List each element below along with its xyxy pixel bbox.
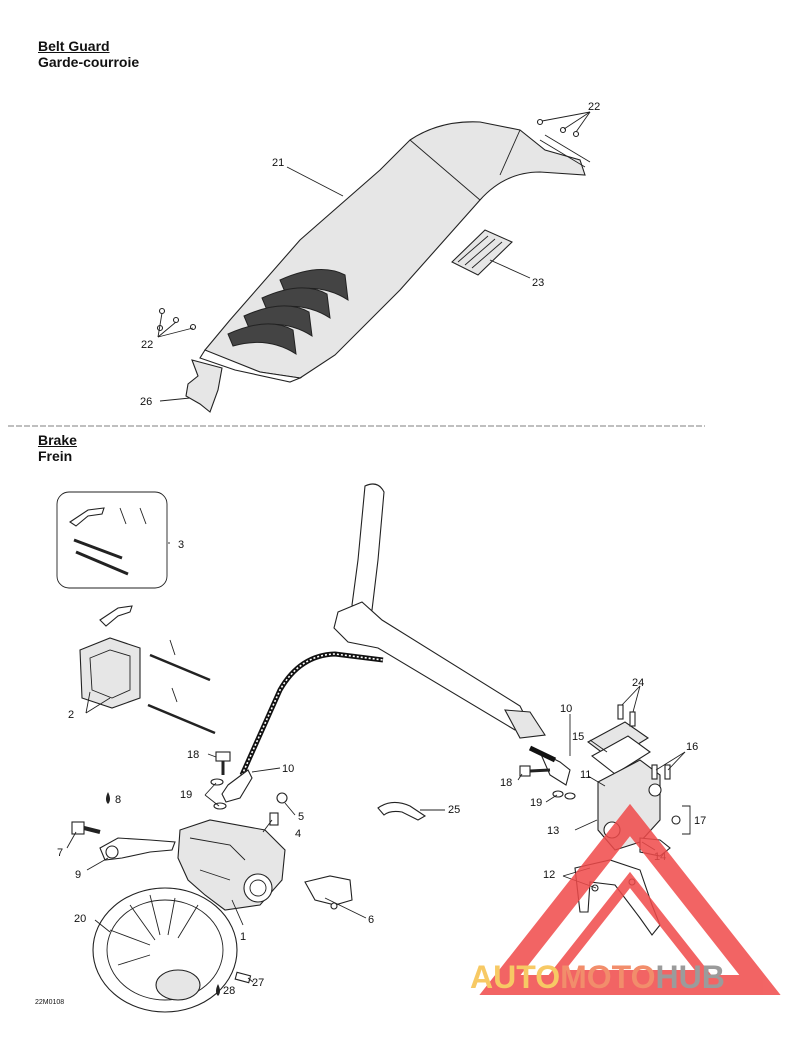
- brake-caliper: [177, 792, 353, 911]
- bracket-part: [185, 359, 223, 413]
- kit-outline: [56, 491, 168, 589]
- callout-24: 24: [632, 677, 644, 689]
- callout-5: 5: [298, 811, 304, 823]
- callout-11: 11: [580, 769, 591, 781]
- callout-6: 6: [368, 914, 374, 926]
- caliper-bracket: [79, 605, 216, 735]
- callout-25: 25: [448, 804, 460, 816]
- callout-1: 1: [240, 931, 246, 943]
- callout-19-right: 19: [530, 797, 542, 809]
- watermark-auto: AUTO: [470, 959, 560, 995]
- callout-21: 21: [272, 157, 284, 169]
- callout-23: 23: [532, 277, 544, 289]
- callout-20: 20: [74, 913, 86, 925]
- callout-12: 12: [543, 869, 555, 881]
- nut-part: [158, 307, 166, 315]
- belt-guard-assembly: [156, 118, 591, 413]
- grease-drop-icon: [106, 792, 110, 804]
- callout-10-upper: 10: [560, 703, 572, 715]
- callout-18-right: 18: [500, 777, 512, 789]
- handlebar: [333, 483, 546, 739]
- brake-heading: Brake Frein: [38, 432, 77, 464]
- brake-kit-box: [56, 491, 168, 589]
- callout-18-left: 18: [187, 749, 199, 761]
- callout-17: 17: [694, 815, 706, 827]
- callout-28: 28: [223, 985, 235, 997]
- callout-22-lower: 22: [141, 339, 153, 351]
- caliper-bolts: [71, 821, 176, 861]
- belt-guard-heading: Belt Guard Garde-courroie: [38, 38, 139, 70]
- watermark-triangle: [479, 803, 781, 995]
- nut-part: [572, 130, 580, 138]
- callout-8: 8: [115, 794, 121, 806]
- callout-16: 16: [686, 741, 698, 753]
- belt-guard-flange: [199, 349, 303, 383]
- watermark-text: AUTOMOTOHUB: [470, 959, 725, 995]
- brake-title: Brake: [38, 432, 77, 448]
- drawing-code: 22M0108: [35, 999, 64, 1006]
- watermark-hub: HUB: [655, 959, 724, 995]
- callout-3: 3: [178, 539, 184, 551]
- hose-fitting-lower: [221, 769, 253, 803]
- callout-10-hose: 10: [282, 763, 294, 775]
- callout-4: 4: [295, 828, 301, 840]
- callout-15: 15: [572, 731, 584, 743]
- belt-guard-vents: [227, 269, 349, 355]
- cable-tie: [377, 801, 427, 821]
- grease-drop-icon: [216, 984, 220, 996]
- callout-26: 26: [140, 396, 152, 408]
- watermark-moto: MOTO: [560, 959, 655, 995]
- decal-part: [451, 229, 513, 276]
- hardware: [210, 751, 636, 892]
- watermark-inner-triangle: [544, 871, 716, 980]
- callout-27: 27: [252, 977, 264, 989]
- brake-disc: [92, 887, 252, 1013]
- brake-hose: [239, 651, 384, 777]
- nut-part: [172, 316, 180, 324]
- belt-guard-subtitle: Garde-courroie: [38, 54, 140, 70]
- callout-7: 7: [57, 847, 63, 859]
- callout-13: 13: [547, 825, 559, 837]
- callout-2: 2: [68, 709, 74, 721]
- belt-guard-leaders: [157, 111, 591, 402]
- callout-19-left: 19: [180, 789, 192, 801]
- brake-subtitle: Frein: [38, 448, 73, 464]
- watermark-logo: AUTOMOTOHUB: [470, 803, 781, 995]
- belt-guard-title: Belt Guard: [38, 38, 110, 54]
- nut-part: [536, 118, 544, 126]
- callout-9: 9: [75, 869, 81, 881]
- callout-22-upper: 22: [588, 101, 600, 113]
